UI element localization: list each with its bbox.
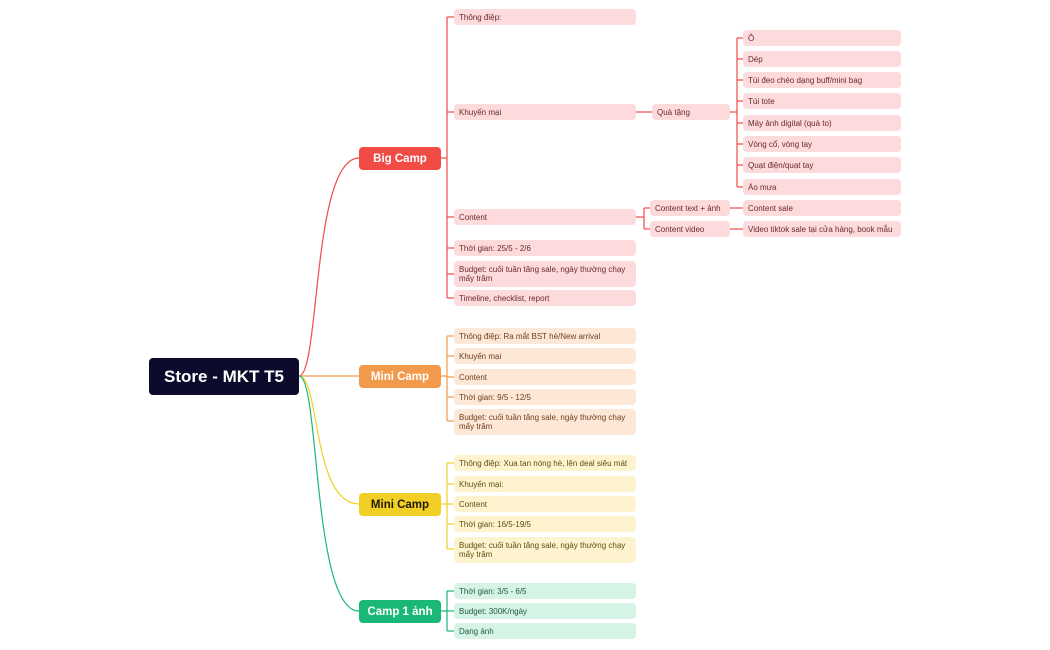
leaf-content-sale[interactable]: Content sale — [743, 200, 901, 216]
leaf-mini1-thoi-gian[interactable]: Thời gian: 9/5 - 12/5 — [454, 389, 636, 405]
leaf-big-khuyen-mai[interactable]: Khuyến mại — [454, 104, 636, 120]
leaf-mini1-khuyen-mai[interactable]: Khuyến mại — [454, 348, 636, 364]
leaf-mini2-budget[interactable]: Budget: cuối tuần tăng sale, ngày thường… — [454, 537, 636, 563]
leaf-gift[interactable]: Ô — [743, 30, 901, 46]
leaf-mini1-thong-diep[interactable]: Thông điệp: Ra mắt BST hè/New arrival — [454, 328, 636, 344]
leaf-mini2-thong-diep[interactable]: Thông điệp: Xua tan nóng hè, lên deal si… — [454, 455, 636, 471]
leaf-gift[interactable]: Dép — [743, 51, 901, 67]
branch-mini-camp-2[interactable]: Mini Camp — [359, 493, 441, 516]
branch-big-camp[interactable]: Big Camp — [359, 147, 441, 170]
leaf-content-text[interactable]: Content text + ảnh — [650, 200, 730, 216]
leaf-camp1-budget[interactable]: Budget: 300K/ngày — [454, 603, 636, 619]
leaf-big-budget[interactable]: Budget: cuối tuần tăng sale, ngày thường… — [454, 261, 636, 287]
root-topic[interactable]: Store - MKT T5 — [149, 358, 299, 395]
leaf-camp1-thoi-gian[interactable]: Thời gian: 3/5 - 6/5 — [454, 583, 636, 599]
leaf-big-content[interactable]: Content — [454, 209, 636, 225]
leaf-camp1-dang-anh[interactable]: Dạng ảnh — [454, 623, 636, 639]
leaf-mini1-budget[interactable]: Budget: cuối tuần tăng sale, ngày thường… — [454, 409, 636, 435]
branch-camp-1-anh[interactable]: Camp 1 ảnh — [359, 600, 441, 623]
leaf-gift[interactable]: Quạt điện/quạt tay — [743, 157, 901, 173]
leaf-content-video[interactable]: Content video — [650, 221, 730, 237]
leaf-big-thoi-gian[interactable]: Thời gian: 25/5 - 2/6 — [454, 240, 636, 256]
leaf-mini2-thoi-gian[interactable]: Thời gian: 16/5-19/5 — [454, 516, 636, 532]
leaf-big-thong-diep[interactable]: Thông điệp: — [454, 9, 636, 25]
leaf-mini1-content[interactable]: Content — [454, 369, 636, 385]
branch-mini-camp-1[interactable]: Mini Camp — [359, 365, 441, 388]
leaf-gift[interactable]: Túi đeo chéo dạng buff/mini bag — [743, 72, 901, 88]
leaf-gift[interactable]: Túi tote — [743, 93, 901, 109]
leaf-gift[interactable]: Vòng cổ, vòng tay — [743, 136, 901, 152]
leaf-qua-tang[interactable]: Quà tặng — [652, 104, 730, 120]
leaf-mini2-khuyen-mai[interactable]: Khuyến mại: — [454, 476, 636, 492]
leaf-gift[interactable]: Áo mưa — [743, 179, 901, 195]
leaf-gift[interactable]: Máy ảnh digital (quà to) — [743, 115, 901, 131]
leaf-video-detail[interactable]: Video tiktok sale tại cửa hàng, book mẫu — [743, 221, 901, 237]
leaf-mini2-content[interactable]: Content — [454, 496, 636, 512]
leaf-big-timeline[interactable]: Timeline, checklist, report — [454, 290, 636, 306]
